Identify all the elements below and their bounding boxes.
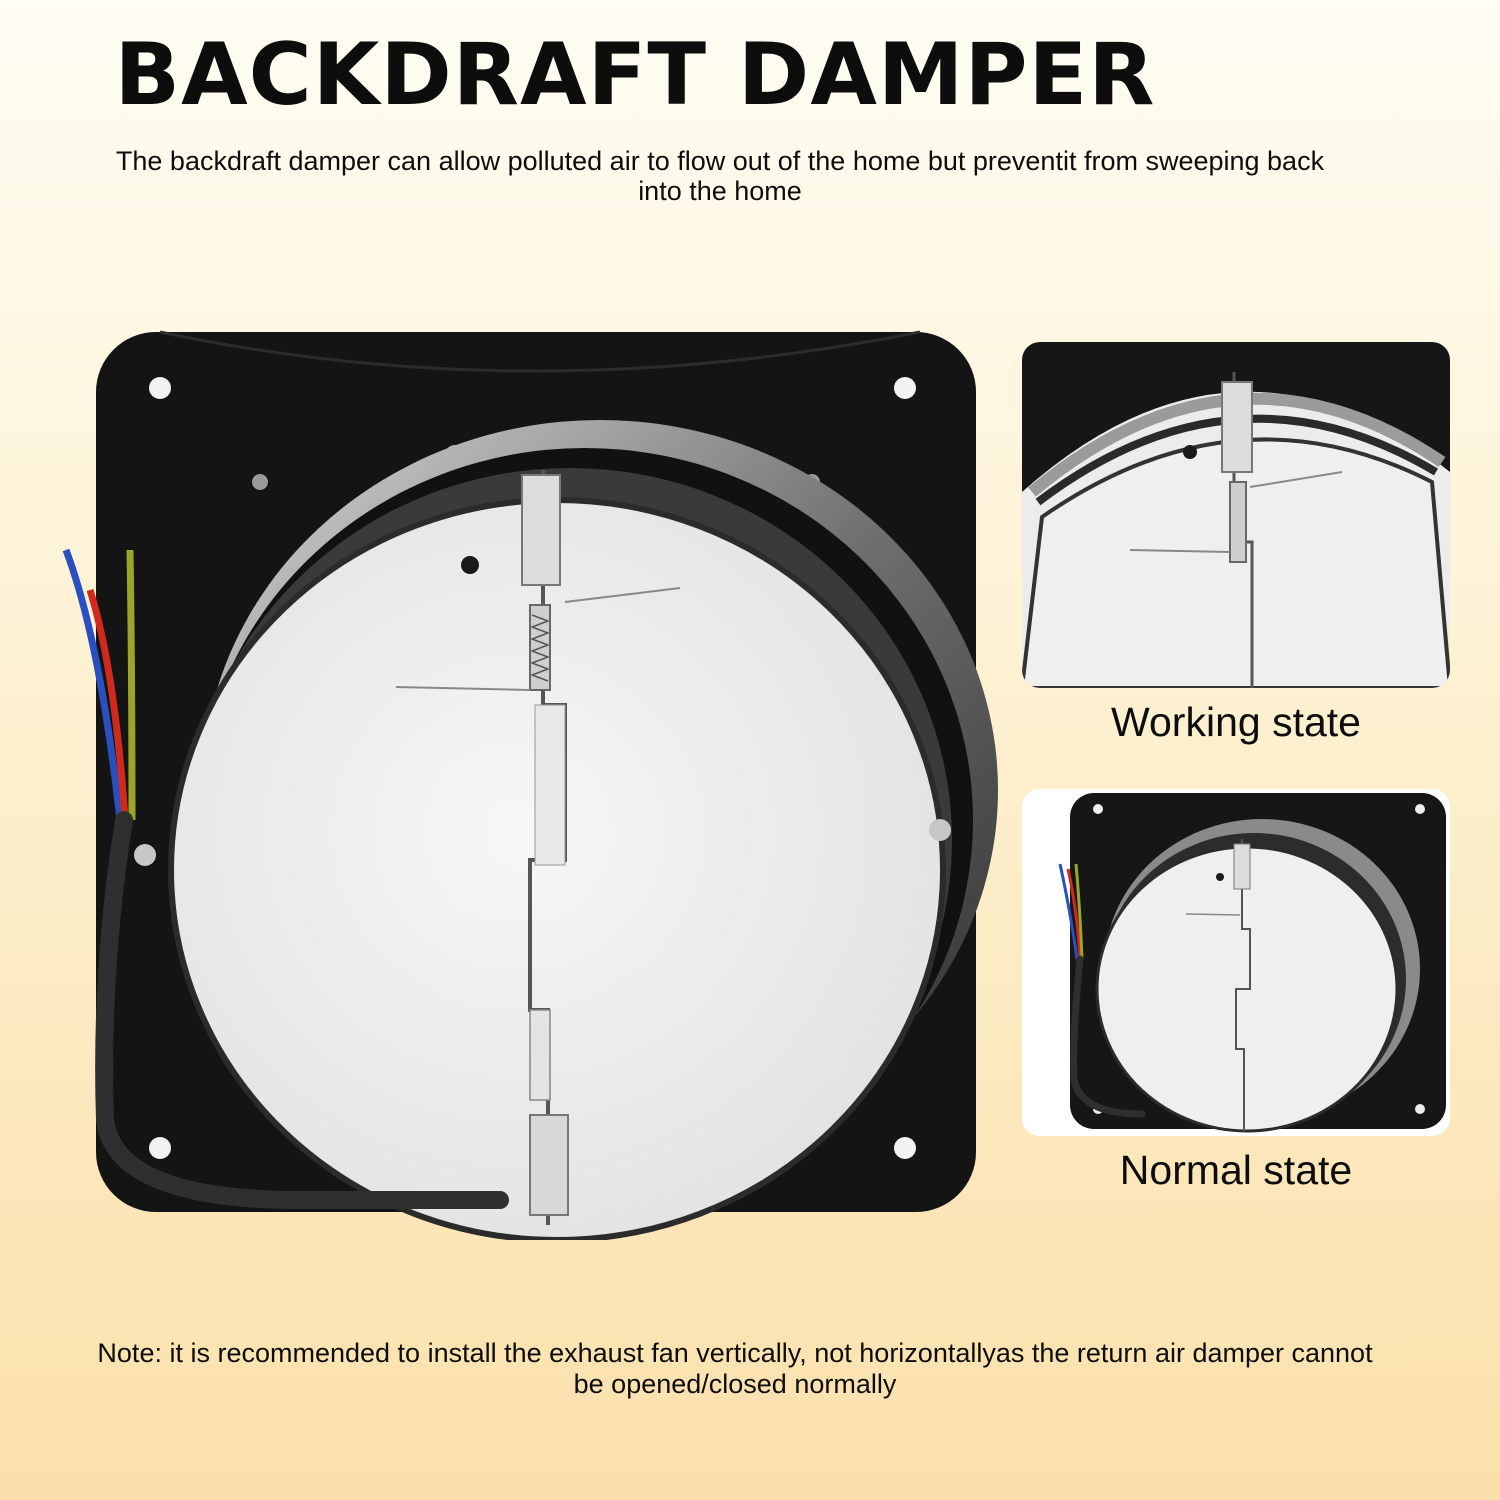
working-state-photo bbox=[1022, 342, 1450, 688]
damper-product-photo bbox=[62, 330, 998, 1240]
page-title: BACKDRAFT DAMPER bbox=[114, 25, 1156, 125]
working-state-caption: Working state bbox=[1111, 699, 1361, 745]
mount-hole bbox=[149, 1137, 171, 1159]
installation-note: Note: it is recommended to install the e… bbox=[97, 1338, 1373, 1399]
normal-state-photo bbox=[1022, 789, 1450, 1136]
normal-state-caption: Normal state bbox=[1119, 1147, 1353, 1193]
page-subtitle: The backdraft damper can allow polluted … bbox=[115, 146, 1325, 207]
mount-hole bbox=[894, 377, 916, 399]
power-wires bbox=[62, 548, 509, 1209]
mount-hole bbox=[894, 1137, 916, 1159]
normal-state-panel bbox=[1022, 789, 1450, 1136]
mount-hole bbox=[149, 377, 171, 399]
working-state-panel bbox=[1022, 342, 1450, 688]
